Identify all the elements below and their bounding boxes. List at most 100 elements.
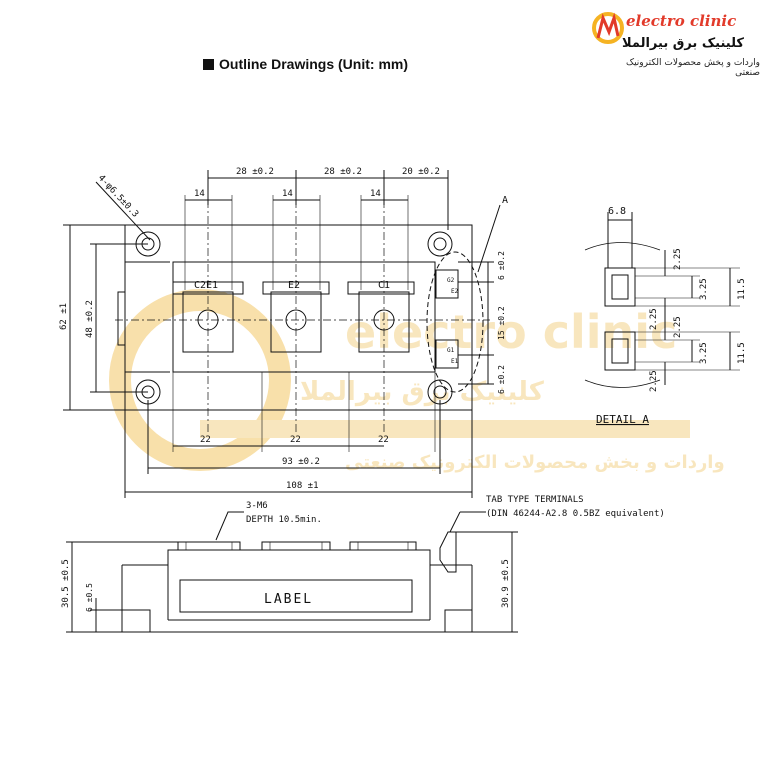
detail-a-circle — [426, 251, 484, 393]
dim-28-a: 28 ±0.2 — [236, 167, 274, 177]
tab-terminal — [439, 531, 457, 573]
side-terminals — [177, 541, 417, 550]
terminal-label-c2e1: C2E1 — [194, 280, 218, 291]
dim-62: 62 ±1 — [59, 303, 69, 330]
dim-108: 108 ±1 — [286, 481, 319, 491]
label-text: LABEL — [264, 592, 313, 607]
electro-clinic-logo: electro clinic کلینیک برق بیرالملا واردا… — [590, 8, 760, 80]
detail-a-title: DETAIL A — [596, 413, 649, 426]
dim-6-top: 6 ±0.2 — [497, 251, 506, 280]
side-base-outline — [121, 565, 473, 633]
detail-ext-lines — [635, 267, 740, 371]
detail-a-leader — [477, 204, 501, 273]
logo-mark-icon — [592, 12, 624, 44]
detail-dim-6-8-line — [607, 212, 633, 268]
side-housing-body — [167, 550, 431, 621]
dim-30-9: 30.9 ±0.5 — [501, 559, 511, 608]
detail-dim-3-25-a: 3.25 — [699, 278, 709, 300]
gate-label-e1: E1 — [451, 358, 459, 365]
detail-dim-11-5-a: 11.5 — [737, 278, 747, 300]
tab-callout: TAB TYPE TERMINALS — [486, 495, 584, 505]
dim-30-5: 30.5 ±0.5 — [61, 559, 71, 608]
detail-dim-2-25-d: 2.25 — [649, 370, 659, 392]
dim-line-right — [458, 261, 494, 385]
label-box — [179, 579, 413, 613]
dim-line-6-5 — [90, 598, 122, 632]
dim-22-a: 22 — [200, 435, 211, 445]
dim-line-62 — [63, 224, 125, 411]
dim-48: 48 ±0.2 — [85, 300, 95, 338]
detail-terminal-lower-inner — [611, 338, 629, 364]
side-housing-top — [122, 549, 472, 566]
detail-dim-11-5-b: 11.5 — [737, 342, 747, 364]
dim-line-93 — [147, 400, 441, 474]
side-base-step — [122, 609, 472, 632]
detail-terminal-lower — [604, 331, 636, 371]
housing-outline — [172, 261, 436, 373]
dim-20: 20 ±0.2 — [402, 167, 440, 177]
left-flange — [117, 291, 125, 346]
detail-dim-2-25-c: 2.25 — [673, 316, 683, 338]
watermark: electro clinic کلینیک برق بیرالملا واردا… — [109, 289, 725, 473]
depth-callout: DEPTH 10.5min. — [246, 515, 322, 525]
watermark-persian-name: کلینیک برق بیرالملا — [300, 377, 545, 407]
detail-dim-2-25-b: 2.25 — [649, 308, 659, 330]
mount-hole-tr-inner — [433, 237, 447, 251]
dim-28-b: 28 ±0.2 — [324, 167, 362, 177]
logo-persian-tagline: واردات و پخش محصولات الکترونیک صنعتی — [626, 58, 760, 78]
dim-line-30-9 — [456, 531, 518, 633]
dim-22-b: 22 — [290, 435, 301, 445]
title-square-bullet — [203, 59, 214, 70]
mount-hole-br-inner — [433, 385, 447, 399]
gate-label-g1: G1 — [447, 347, 455, 354]
detail-break-lines — [584, 242, 661, 388]
side-terminal-details — [185, 542, 409, 550]
gate-terminal-upper — [435, 269, 459, 299]
detail-ref-a: A — [502, 195, 508, 206]
screw-leader — [215, 511, 244, 541]
detail-a-view: 6.8 2.25 3.25 11.5 2.25 2.25 3.25 11.5 2… — [584, 206, 747, 426]
detail-terminal-upper-inner — [611, 274, 629, 300]
dim-22-c: 22 — [378, 435, 389, 445]
gate-label-g2: G2 — [447, 277, 455, 284]
detail-dim-6-8: 6.8 — [608, 206, 626, 217]
mount-hole-tr — [427, 231, 453, 257]
dim-14-a: 14 — [194, 189, 205, 199]
dim-line-30-5 — [66, 541, 178, 633]
ext-lines-14 — [184, 195, 409, 290]
dim-line-108 — [124, 410, 473, 498]
dim-15: 15 ±0.2 — [497, 306, 506, 340]
hole-callout-leader — [95, 181, 151, 241]
watermark-ring — [109, 289, 291, 471]
dim-14-c: 14 — [370, 189, 381, 199]
ear-lines — [125, 261, 170, 373]
dim-93: 93 ±0.2 — [282, 457, 320, 467]
dim-6-5: 6 ±0.5 — [85, 583, 94, 612]
terminal-bar-c1 — [347, 281, 415, 295]
dim-14-b: 14 — [282, 189, 293, 199]
dim-6-bot: 6 ±0.2 — [497, 365, 506, 394]
detail-terminal-upper — [604, 267, 636, 307]
detail-dim-lines — [664, 250, 731, 385]
page-title: Outline Drawings (Unit: mm) — [203, 56, 408, 72]
gate-terminal-lower — [435, 339, 459, 369]
watermark-band — [200, 420, 690, 438]
ext-lines-top — [207, 170, 449, 230]
gate-label-e2: E2 — [451, 288, 459, 295]
logo-brand: electro clinic — [626, 12, 737, 30]
page-title-text: Outline Drawings (Unit: mm) — [219, 56, 408, 72]
dim-line-48 — [90, 243, 148, 393]
terminal-label-e2: E2 — [288, 280, 300, 291]
hole-callout: 4-φ6.5±0.3 — [96, 173, 140, 219]
tab-spec: (DIN 46244-A2.8 0.5BZ equivalent) — [486, 509, 665, 519]
detail-dim-2-25-a: 2.25 — [673, 248, 683, 270]
side-view: LABEL TAB TYPE TERMINALS (DIN 46244-A2.8… — [61, 495, 665, 633]
ext-lines-22 — [172, 372, 436, 452]
tab-leader — [449, 511, 461, 533]
logo-persian-name: کلینیک برق بیرالملا — [622, 36, 744, 51]
screw-callout: 3-M6 — [246, 501, 268, 511]
detail-dim-3-25-b: 3.25 — [699, 342, 709, 364]
terminal-centerlines — [207, 200, 385, 432]
